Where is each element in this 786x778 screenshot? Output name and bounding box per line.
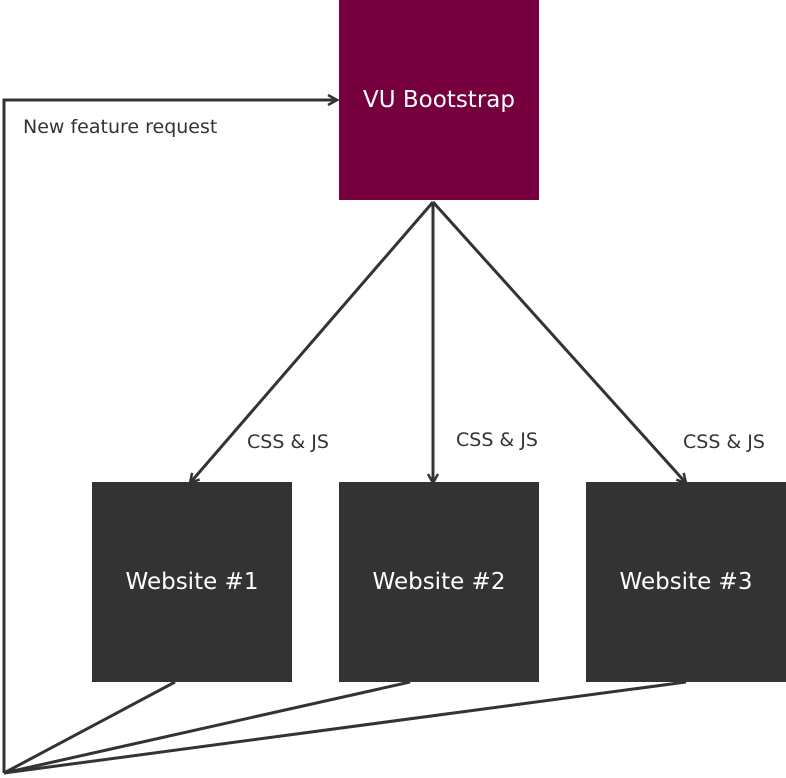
feedback-line-website-1 <box>3 680 176 775</box>
edge-label-css-js-1: CSS & JS <box>247 431 329 453</box>
vu-bootstrap-label: VU Bootstrap <box>363 87 515 113</box>
feedback-line-website-2 <box>3 680 411 775</box>
edge-label-css-js-2: CSS & JS <box>456 429 538 451</box>
website-2-label: Website #2 <box>372 569 506 595</box>
website-2-node: Website #2 <box>339 482 539 682</box>
edge-label-css-js-3: CSS & JS <box>683 431 765 453</box>
feedback-line-website-3 <box>3 680 687 775</box>
website-1-node: Website #1 <box>92 482 292 682</box>
website-3-node: Website #3 <box>586 482 786 682</box>
edge-label-new-feature-request: New feature request <box>23 116 218 138</box>
feedback-arrow-new-feature-request <box>2 100 337 773</box>
website-1-label: Website #1 <box>125 569 259 595</box>
arrow-bootstrap-to-website-3 <box>431 200 686 483</box>
vu-bootstrap-node: VU Bootstrap <box>339 0 539 200</box>
website-3-label: Website #3 <box>619 569 753 595</box>
arrow-bootstrap-to-website-1 <box>190 201 435 483</box>
